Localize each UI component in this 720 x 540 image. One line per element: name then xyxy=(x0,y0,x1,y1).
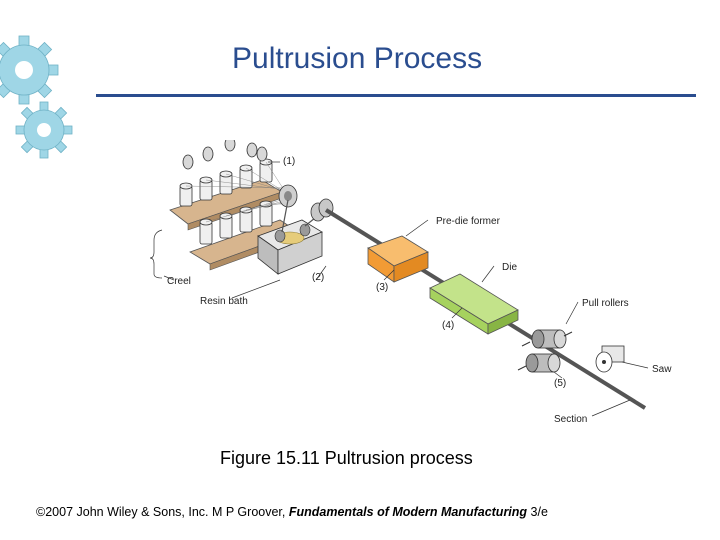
gears-decoration xyxy=(0,35,73,159)
title-divider xyxy=(96,94,696,97)
label-five: (5) xyxy=(554,378,566,389)
label-three: (3) xyxy=(376,282,388,293)
label-four: (4) xyxy=(442,320,454,331)
label-two: (2) xyxy=(312,272,324,283)
label-resin-bath: Resin bath xyxy=(200,296,248,307)
pull-rollers xyxy=(517,329,573,373)
label-pull-rollers: Pull rollers xyxy=(582,298,629,309)
page-title: Pultrusion Process xyxy=(232,42,483,75)
footer-prefix: ©2007 John Wiley & Sons, Inc. M P Groove… xyxy=(36,505,289,519)
spools xyxy=(179,158,273,245)
resin-bath xyxy=(257,199,323,275)
saw xyxy=(595,345,625,373)
label-one: (1) xyxy=(283,156,295,167)
label-section: Section xyxy=(554,414,587,425)
footer-suffix: 3/e xyxy=(527,505,548,519)
footer-book-title: Fundamentals of Modern Manufacturing xyxy=(288,505,528,519)
gear-icon-top xyxy=(0,35,59,105)
leader-lines xyxy=(149,161,649,417)
label-creel: Creel xyxy=(167,276,191,287)
label-saw: Saw xyxy=(652,364,672,375)
fiber-guide xyxy=(278,184,298,208)
pre-die-former xyxy=(367,235,429,283)
pultrusion-diagram: (1) (2) (3) (4) (5) Creel Resin bath Pre… xyxy=(149,140,672,425)
label-pre-die-former: Pre-die former xyxy=(436,216,501,227)
figure-caption: Figure 15.11 Pultrusion process xyxy=(220,448,473,468)
gear-icon-bottom xyxy=(15,101,73,159)
guide-pulleys xyxy=(182,140,268,170)
label-die: Die xyxy=(502,262,517,273)
footer-credit: ©2007 John Wiley & Sons, Inc. M P Groove… xyxy=(36,505,548,519)
